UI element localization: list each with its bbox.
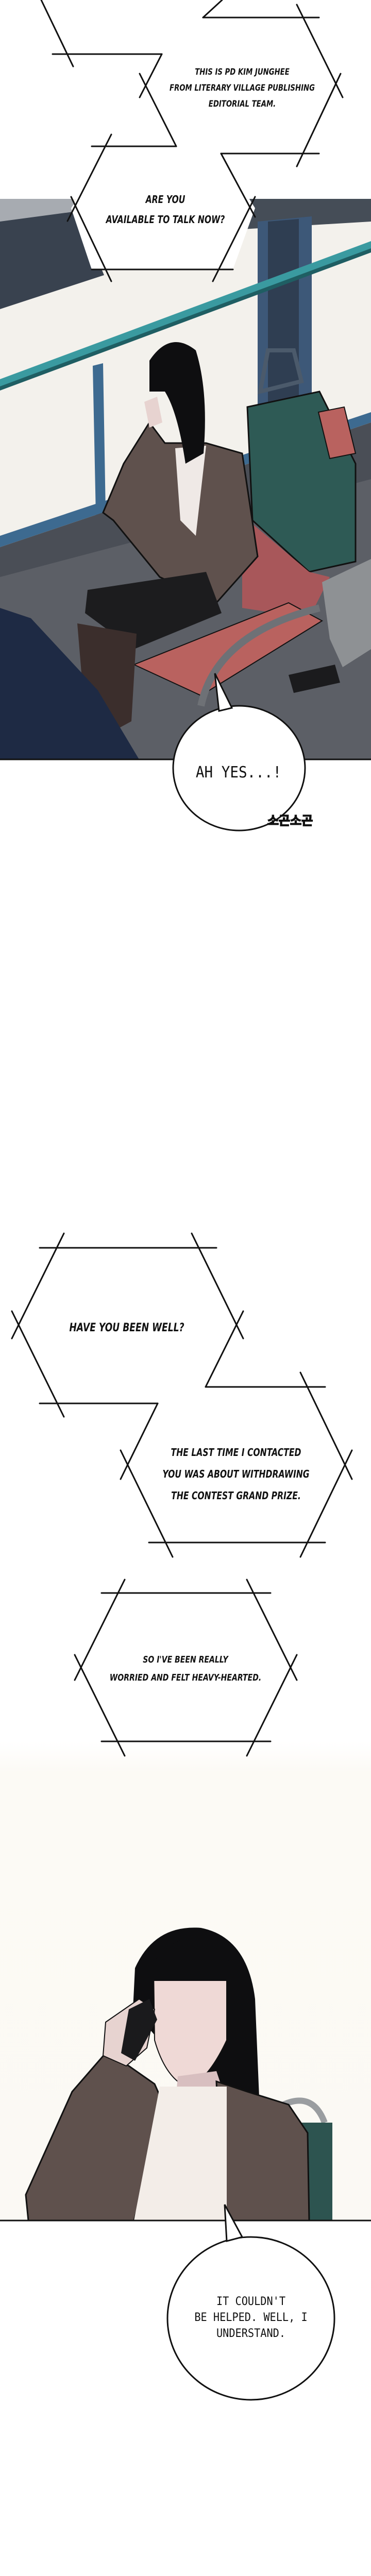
caption-frame-stroke [74,1654,126,1757]
caption-pd-intro: This is PD Kim Junghee from Literary Vil… [170,64,315,112]
caption-frame-stroke [299,1371,353,1480]
pillar-shade [268,219,299,412]
caption-last-contact: The last time I contacted you was about … [162,1442,309,1506]
caption-box-fill [75,1593,297,1741]
neighbor-legs [322,559,371,667]
bangs [147,1936,231,1981]
caption-frame-stroke [120,1402,159,1480]
caption-frame-stroke [74,1579,126,1681]
phone [121,1999,157,2061]
caption-frame-stroke [66,133,112,222]
caption-hexagon-frames [11,0,353,1757]
caption-available: Are you available to talk now? [106,190,225,230]
caption-line: editorial team. [208,99,276,109]
speech-balloon-understand [166,2204,335,2401]
speech-line: UNDERSTAND. [216,2327,286,2340]
caption-line: The last time I contacted [171,1446,301,1459]
phone-hand [144,397,162,428]
caption-frame-stroke [11,1232,65,1340]
caption-frame-stroke [220,152,256,218]
caption-frame-stroke [205,1310,244,1388]
speech-understand: IT COULDN'T BE HELPED. WELL, I UNDERSTAN… [194,2294,307,2342]
caption-box-fill [71,146,255,269]
webtoon-page: This is PD Kim Junghee from Literary Vil… [0,0,371,2401]
caption-frame-stroke [11,1310,65,1418]
caption-box-fill [140,18,341,154]
caption-frame-stroke [70,196,112,282]
neighbor-shoe [289,665,340,693]
caption-line: you was about withdrawing [162,1468,310,1480]
caption-frame-stroke [212,196,256,282]
caption-frame-stroke [202,0,223,19]
shirt [134,2087,227,2221]
seat-back-red [242,515,330,618]
caption-line: This is PD Kim Junghee [195,67,290,77]
caption-frame-stroke [246,1654,298,1757]
caption-line: Are you [145,193,185,206]
seat-top-red [317,406,357,460]
speech-line: AH YES...! [195,764,282,782]
caption-frame-stroke [246,1579,298,1681]
sfx-whisper: 소곤소곤 [267,813,313,828]
armrest [197,604,321,707]
shirt [175,446,206,536]
caption-line: So I've been really [143,1654,228,1665]
caption-frame-stroke [139,53,163,98]
foreground-figure [0,608,139,759]
hair [149,342,205,464]
caption-line: from Literary Village Publishing [170,83,315,93]
speech-balloon-ah-yes [172,673,306,832]
speech-ah-yes: AH YES...! [196,764,281,782]
panel-bus [0,0,371,2401]
caption-frame-stroke [296,4,344,98]
skirt [85,572,222,649]
caption-line: worried and felt heavy-hearted. [109,1672,262,1683]
window-frame-post [93,363,106,515]
caption-line: available to talk now? [106,213,225,226]
caption-frame-stroke [191,1232,244,1340]
caption-been-well: Have you been well? [69,1320,184,1336]
grab-handle [257,348,304,395]
speech-line: IT COULDN'T [216,2295,286,2308]
caption-frame-stroke [40,0,74,67]
caption-frame-stroke [299,1449,353,1558]
speech-line: BE HELPED. WELL, I [194,2311,308,2324]
caption-frame-stroke [139,73,177,147]
caption-frame-stroke [120,1449,174,1558]
caption-box-fill [121,1387,352,1543]
caption-line: the contest grand prize. [171,1489,301,1502]
ceiling-left-edge [0,199,77,222]
rail-shadow [0,248,371,391]
caption-frame-stroke [296,73,342,167]
caption-box-fill [12,1248,243,1403]
caption-line: Have you been well? [69,1321,184,1334]
jacket [25,2052,166,2221]
jacket-right [215,2080,310,2221]
caption-worried: So I've been really worried and felt hea… [110,1651,261,1687]
